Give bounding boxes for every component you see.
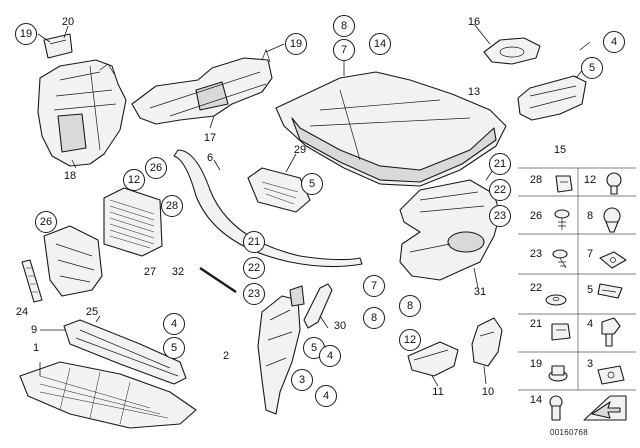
callout-7: 7	[363, 275, 385, 297]
part-32-rod	[199, 267, 237, 293]
callout-8: 8	[399, 295, 421, 317]
expanding-rivet-icon	[603, 207, 621, 233]
callout-23: 23	[489, 205, 511, 227]
legend-number-19: 19	[529, 358, 543, 370]
legend-grid	[518, 167, 636, 391]
catalog-number: 00160768	[550, 428, 588, 437]
legend-number-3: 3	[586, 358, 594, 370]
self-tapping-screw-icon	[552, 249, 568, 269]
label-9: 9	[30, 324, 38, 336]
callout-5: 5	[301, 173, 323, 195]
part-29-bracket	[247, 167, 311, 213]
part-13-underbody-panel	[275, 71, 507, 187]
legend-number-23: 23	[529, 248, 543, 260]
legend-number-8: 8	[586, 210, 594, 222]
push-rivet-icon	[606, 172, 622, 195]
square-nut-icon	[599, 251, 627, 269]
callout-23: 23	[243, 283, 265, 305]
callout-28: 28	[161, 195, 183, 217]
part-17-air-guide	[131, 48, 273, 125]
callout-3: 3	[291, 369, 313, 391]
legend-number-26: 26	[529, 210, 543, 222]
callout-21: 21	[489, 153, 511, 175]
callout-14: 14	[369, 33, 391, 55]
part-guide-strip	[21, 259, 43, 303]
callout-19: 19	[15, 23, 37, 45]
part-11-bracket	[407, 341, 459, 377]
spring-clip-icon	[597, 283, 623, 299]
label-18: 18	[63, 170, 77, 182]
callout-8: 8	[363, 307, 385, 329]
callout-8: 8	[333, 15, 355, 37]
fillister-screw-icon	[549, 395, 563, 421]
part-16-cover	[483, 37, 541, 65]
part-30-strap	[303, 283, 333, 329]
clip-nut-icon	[555, 175, 573, 193]
label-24: 24	[15, 306, 29, 318]
label-32: 32	[171, 266, 185, 278]
legend-number-5: 5	[586, 284, 594, 296]
callout-4: 4	[315, 385, 337, 407]
hex-bolt-icon	[601, 317, 621, 347]
callout-19: 19	[285, 33, 307, 55]
clamp-nut-icon	[551, 323, 571, 341]
part-20-bracket	[43, 33, 73, 59]
screw-collar-icon	[554, 209, 570, 230]
label-13: 13	[467, 86, 481, 98]
part-18-wheel-arch-liner	[37, 59, 127, 167]
callout-4: 4	[319, 345, 341, 367]
cage-nut-icon	[597, 365, 625, 385]
legend-number-21: 21	[529, 318, 543, 330]
part-28-grille	[103, 187, 163, 257]
label-2: 2	[222, 350, 230, 362]
part-26-duct	[43, 225, 103, 297]
callout-5: 5	[581, 57, 603, 79]
label-30: 30	[333, 320, 347, 332]
callout-21: 21	[243, 231, 265, 253]
label-31: 31	[473, 286, 487, 298]
label-17: 17	[203, 132, 217, 144]
callout-26: 26	[35, 211, 57, 233]
legend-number-4: 4	[586, 318, 594, 330]
legend-number-22: 22	[529, 282, 543, 294]
legend-number-7: 7	[586, 248, 594, 260]
part-1-lower-grille	[19, 361, 197, 429]
part-2-bracket	[257, 285, 305, 415]
label-10: 10	[481, 386, 495, 398]
callout-12: 12	[399, 329, 421, 351]
part-31-air-duct-right	[399, 179, 501, 281]
callout-22: 22	[243, 257, 265, 279]
label-25: 25	[85, 306, 99, 318]
label-15: 15	[553, 144, 567, 156]
legend-number-14: 14	[529, 394, 543, 406]
part-10-bracket	[471, 317, 503, 367]
label-11: 11	[432, 386, 444, 398]
callout-12: 12	[123, 169, 145, 191]
label-1: 1	[32, 342, 40, 354]
callout-7: 7	[333, 39, 355, 61]
part-15-side-panel	[517, 75, 587, 121]
label-6: 6	[206, 152, 214, 164]
label-27: 27	[143, 266, 157, 278]
callout-22: 22	[489, 179, 511, 201]
label-16: 16	[467, 16, 481, 28]
callout-4: 4	[163, 313, 185, 335]
part-25-trim	[63, 319, 187, 385]
legend-number-28: 28	[529, 174, 543, 186]
callout-26: 26	[145, 157, 167, 179]
callout-5: 5	[163, 337, 185, 359]
legend-number-12: 12	[583, 174, 597, 186]
callout-4: 4	[603, 31, 625, 53]
flange-nut-icon	[548, 365, 568, 382]
part-6-spoiler-strip	[173, 149, 363, 268]
label-20: 20	[61, 16, 75, 28]
washer-icon	[545, 294, 567, 306]
catalog-arrow-icon	[583, 395, 627, 421]
label-29: 29	[293, 144, 307, 156]
